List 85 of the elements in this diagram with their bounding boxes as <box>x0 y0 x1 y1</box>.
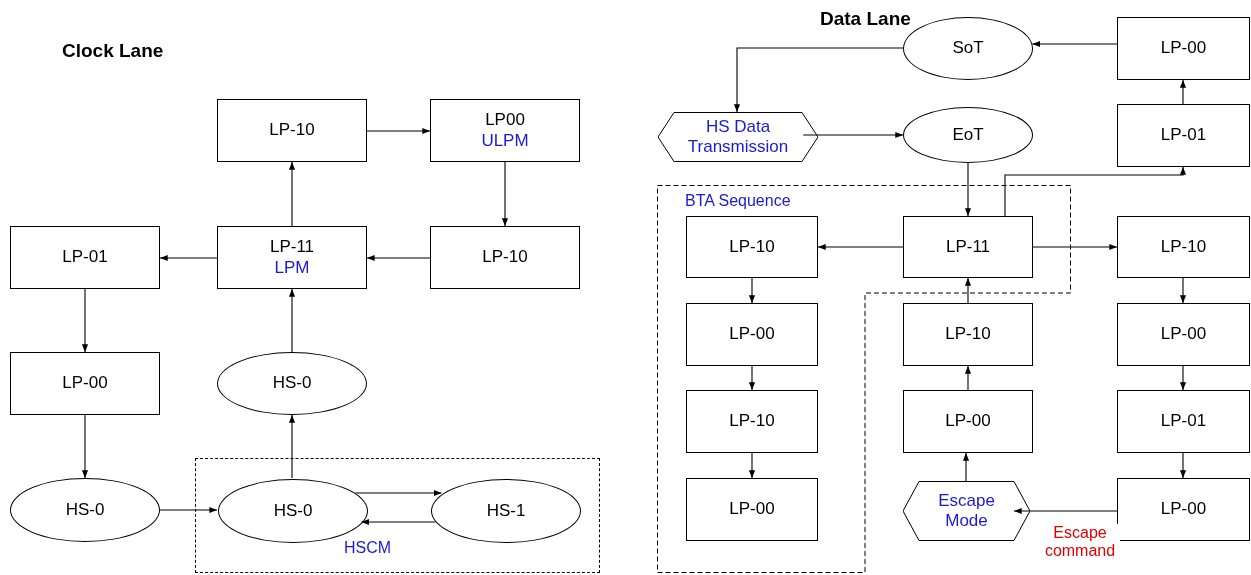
node-label: HS-0 <box>65 499 105 521</box>
state-box <box>1117 17 1250 80</box>
arrow <box>355 489 442 497</box>
arrow <box>81 414 89 479</box>
state-box <box>1117 216 1250 278</box>
arrow <box>748 365 756 391</box>
node-label: LPM <box>274 257 310 278</box>
state-box <box>10 226 160 289</box>
lane-title: Clock Lane <box>62 40 164 62</box>
node-label: LP-01 <box>1160 411 1207 432</box>
node-label: LP-00 <box>1160 38 1207 59</box>
arrow <box>288 161 296 227</box>
state-box <box>903 216 1033 278</box>
node-label: HS-0 <box>273 500 313 522</box>
state-box <box>903 390 1033 453</box>
node-label: LP-10 <box>729 411 775 432</box>
state-box <box>686 303 818 366</box>
node-label: LP-10 <box>269 120 315 141</box>
node-label: EoT <box>952 124 984 146</box>
node-label: HS-1 <box>486 500 526 522</box>
node-label: LP-01 <box>62 247 108 268</box>
arrow <box>360 518 437 526</box>
arrow <box>964 365 972 391</box>
state-box <box>1117 303 1250 366</box>
arrow <box>748 277 756 304</box>
node-label: LP-01 <box>1160 125 1207 146</box>
node-label: LP-00 <box>62 373 108 394</box>
state-box <box>10 352 160 415</box>
node-label: HSCM <box>344 539 392 557</box>
dashed-region <box>195 458 600 573</box>
node-label: LP-00 <box>729 499 775 520</box>
node-label: Escape Mode <box>937 490 996 532</box>
node-label: LP-00 <box>945 411 991 432</box>
node-label: LP00 <box>485 110 525 131</box>
arrow <box>1179 365 1187 391</box>
node-label: HS Data Transmission <box>686 116 790 158</box>
arrow <box>1032 243 1118 251</box>
node-label: LP-10 <box>1160 236 1207 258</box>
node-label: LP-00 <box>1160 324 1207 345</box>
arrow <box>501 161 509 227</box>
state-box <box>1117 390 1250 453</box>
node-label: LP-00 <box>1160 499 1207 520</box>
node-label: LP-10 <box>729 236 775 258</box>
hexagon-node <box>903 481 1030 541</box>
hexagon-node <box>658 112 818 162</box>
arrow <box>802 131 904 139</box>
state-box <box>686 216 818 278</box>
state-box <box>686 390 818 453</box>
node-label: SoT <box>952 38 984 59</box>
node-label: BTA Sequence <box>685 192 791 210</box>
arrow <box>81 288 89 353</box>
node-label: LP-10 <box>945 324 991 345</box>
state-box <box>217 226 367 289</box>
state-box <box>430 99 580 162</box>
arrow <box>1179 452 1187 479</box>
arrow <box>1004 166 1187 217</box>
arrow <box>962 452 970 482</box>
arrow <box>817 243 904 251</box>
arrow <box>964 162 972 217</box>
arrow <box>1013 507 1118 515</box>
node-label: LP-00 <box>729 324 775 345</box>
state-box <box>1117 478 1250 541</box>
state-box <box>217 99 367 162</box>
state-box <box>430 226 580 289</box>
lane-title: Data Lane <box>820 8 911 30</box>
arrow <box>159 254 218 262</box>
arrow <box>159 506 218 514</box>
arrow <box>1031 40 1118 48</box>
state-box <box>686 478 818 541</box>
node-label: HS-0 <box>272 373 312 394</box>
arrow <box>366 127 431 135</box>
node-label: LP-10 <box>482 247 528 268</box>
arrow <box>1179 79 1187 105</box>
arrow <box>748 452 756 479</box>
arrow <box>733 47 904 113</box>
arrow <box>964 277 972 304</box>
state-box <box>1117 104 1250 167</box>
node-label: LP-11 <box>269 237 315 258</box>
arrow <box>366 254 431 262</box>
state-box <box>903 303 1033 366</box>
arrow <box>288 288 296 353</box>
arrow <box>288 414 296 479</box>
node-label: LP-11 <box>945 236 991 258</box>
arrow <box>1179 277 1187 304</box>
node-label: ULPM <box>481 130 529 151</box>
